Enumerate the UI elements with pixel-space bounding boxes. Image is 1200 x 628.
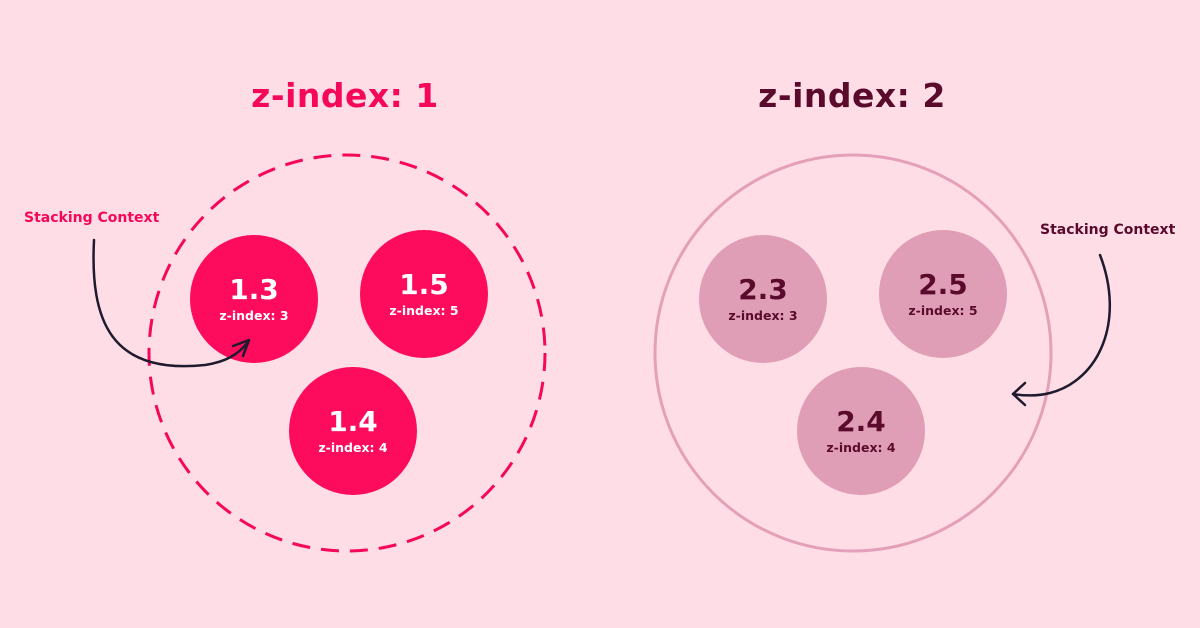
bubble-1-4: 1.4 z-index: 4 (289, 367, 417, 495)
right-context-label: Stacking Context (1040, 222, 1176, 238)
bubble-z-index: z-index: 5 (908, 303, 978, 318)
bubble-z-index: z-index: 3 (219, 308, 289, 323)
left-context-label: Stacking Context (24, 210, 160, 226)
bubble-number: 2.4 (836, 405, 886, 438)
bubble-number: 1.5 (399, 268, 449, 301)
bubble-z-index: z-index: 5 (389, 303, 459, 318)
bubble-1-3: 1.3 z-index: 3 (190, 235, 318, 363)
bubble-2-5: 2.5 z-index: 5 (879, 230, 1007, 358)
bubble-number: 2.3 (738, 273, 788, 306)
bubble-number: 2.5 (918, 268, 968, 301)
arrow-right-icon (1011, 253, 1112, 407)
arrow-left-icon (92, 238, 251, 368)
bubble-2-4: 2.4 z-index: 4 (797, 367, 925, 495)
bubble-z-index: z-index: 4 (826, 440, 896, 455)
left-group-title: z-index: 1 (251, 76, 439, 115)
bubble-number: 1.4 (328, 405, 378, 438)
bubble-number: 1.3 (229, 273, 279, 306)
bubble-2-3: 2.3 z-index: 3 (699, 235, 827, 363)
stacking-context-boundary-dashed (147, 153, 547, 553)
stacking-context-boundary-solid (653, 153, 1053, 553)
right-group-title: z-index: 2 (758, 76, 946, 115)
bubble-z-index: z-index: 4 (318, 440, 388, 455)
bubble-z-index: z-index: 3 (728, 308, 798, 323)
bubble-1-5: 1.5 z-index: 5 (360, 230, 488, 358)
